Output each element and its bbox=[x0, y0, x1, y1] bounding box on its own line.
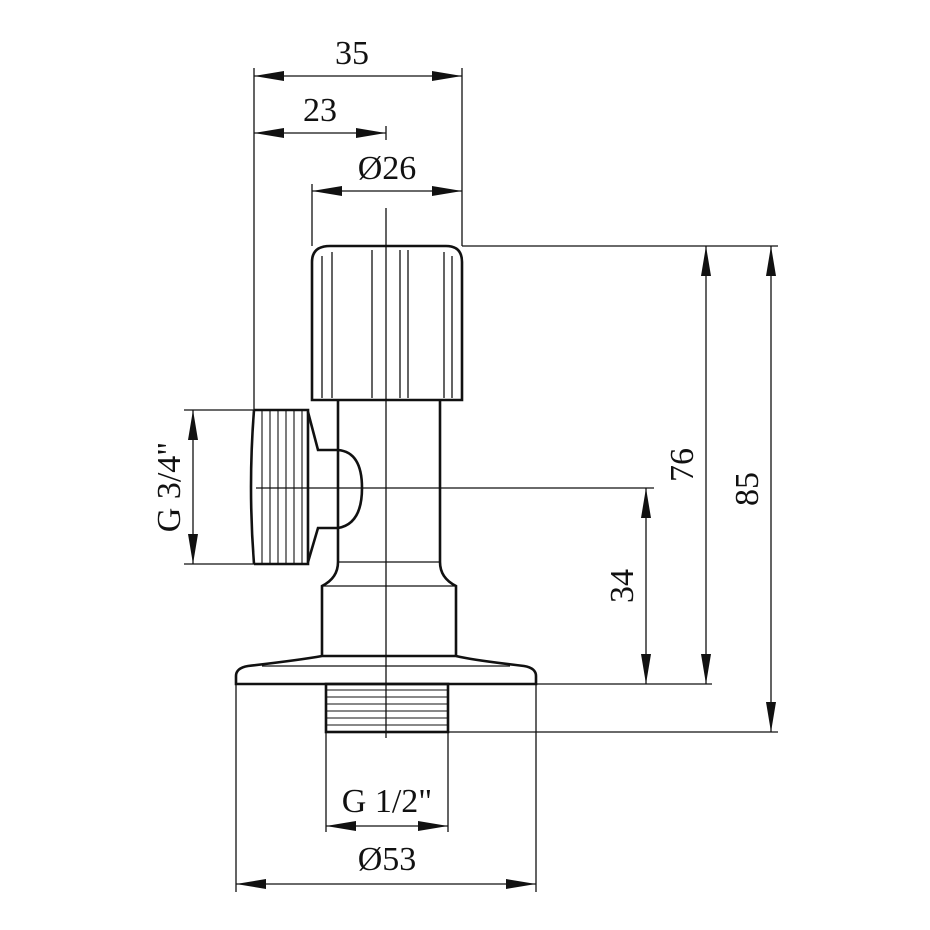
dim-height-flange: 76 bbox=[664, 246, 711, 684]
dim-label-76: 76 bbox=[664, 448, 701, 482]
dim-outlet-thread: G 1/2" bbox=[326, 783, 448, 831]
valve-stem-body bbox=[320, 400, 458, 656]
center-lines bbox=[256, 208, 654, 738]
dim-label-85: 85 bbox=[729, 472, 766, 506]
dim-label-35: 35 bbox=[335, 35, 369, 72]
dim-center-offset: 23 bbox=[254, 92, 386, 138]
dim-label-d53: Ø53 bbox=[358, 841, 417, 878]
dim-height-outlet: 34 bbox=[604, 488, 651, 684]
dim-flange-diameter: Ø53 bbox=[236, 841, 536, 889]
dim-label-23: 23 bbox=[303, 92, 337, 129]
dim-overall-height: 85 bbox=[729, 246, 776, 732]
dim-handle-diameter: Ø26 bbox=[312, 150, 462, 196]
outlet-thread bbox=[324, 682, 450, 734]
inlet-thread-lines bbox=[261, 410, 303, 564]
dim-label-d26: Ø26 bbox=[358, 150, 417, 187]
dim-overall-width: 35 bbox=[254, 35, 462, 81]
dim-label-g12: G 1/2" bbox=[342, 783, 432, 820]
valve-body bbox=[234, 208, 654, 738]
outlet-thread-lines bbox=[326, 689, 448, 726]
dimensions: 35 23 Ø26 G 3/4" bbox=[151, 35, 778, 892]
dim-inlet-thread: G 3/4" bbox=[151, 409, 256, 565]
inlet-connector bbox=[249, 408, 364, 566]
valve-handle bbox=[310, 244, 464, 402]
dim-label-34: 34 bbox=[604, 569, 641, 603]
dim-label-g34: G 3/4" bbox=[151, 442, 188, 532]
